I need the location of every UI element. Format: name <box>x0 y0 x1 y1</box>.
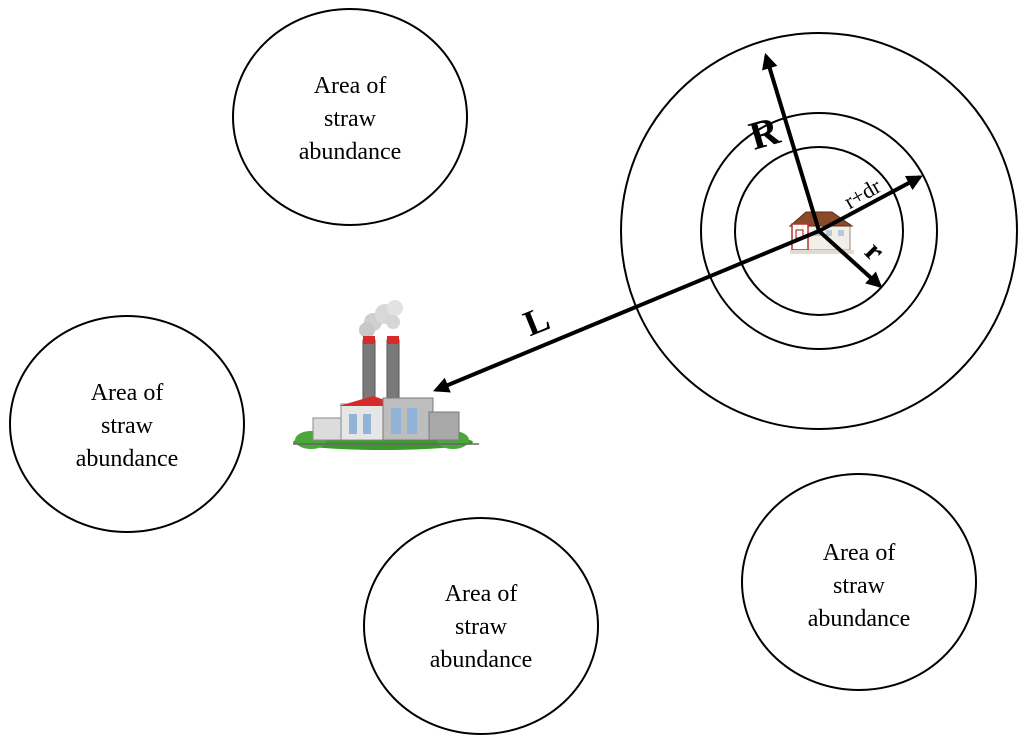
straw-area-label-line2: straw <box>324 106 377 132</box>
straw-area-label-line1: Area of <box>445 581 518 607</box>
straw-area-label-line1: Area of <box>823 540 896 566</box>
straw-area-label-line2: straw <box>101 413 154 439</box>
ring-inner-circle <box>734 146 904 316</box>
straw-area-label-line3: abundance <box>76 446 179 472</box>
straw-area-left: Area of straw abundance <box>9 315 245 533</box>
ring-inner-arrow <box>817 229 883 289</box>
straw-area-right: Area of straw abundance <box>741 473 977 691</box>
ring-outer-arrow <box>818 175 923 233</box>
big-radius-arrow <box>762 52 821 232</box>
label-big-radius: R <box>744 107 785 159</box>
straw-area-top: Area of straw abundance <box>232 8 468 226</box>
straw-area-label-line2: straw <box>833 573 886 599</box>
straw-area-bottom: Area of straw abundance <box>363 517 599 735</box>
straw-area-label-line3: abundance <box>430 647 533 673</box>
straw-area-label-line1: Area of <box>314 73 387 99</box>
straw-area-label-line2: straw <box>455 614 508 640</box>
label-ring-inner: r <box>858 235 891 268</box>
label-distance: L <box>518 298 555 344</box>
collection-rings <box>620 32 1018 430</box>
outer-collection-circle <box>620 32 1018 430</box>
distance-arrow <box>433 229 820 393</box>
ring-outer-circle <box>700 112 938 350</box>
straw-area-label-line3: abundance <box>299 139 402 165</box>
straw-area-label-line1: Area of <box>91 380 164 406</box>
factory-icon <box>293 300 479 450</box>
label-ring-outer: r+dr <box>840 173 886 214</box>
straw-area-label-line3: abundance <box>808 606 911 632</box>
